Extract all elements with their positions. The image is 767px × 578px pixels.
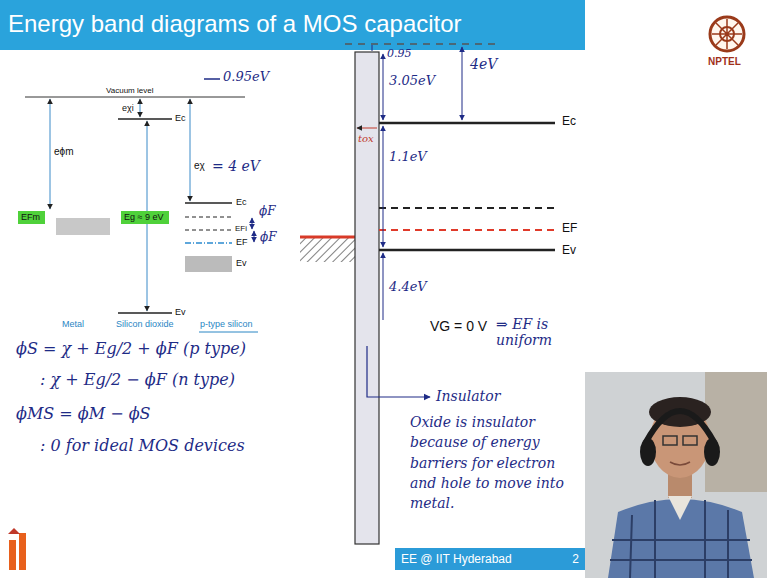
level-label: EFi [235, 224, 247, 233]
title-bar [0, 0, 585, 50]
metal-band [56, 218, 110, 235]
box-text: Eg ≈ 9 eV [124, 212, 163, 223]
oxide-layer [355, 52, 379, 544]
handwritten-value: 1.1eV [389, 150, 427, 165]
slide-title: Energy band diagrams of a MOS capacitor [8, 10, 462, 39]
highlight-box: EFm [18, 211, 45, 224]
footer-bar: EE @ IIT Hyderabad 2 [395, 548, 585, 570]
handwritten-symbol: ϕF [259, 205, 276, 219]
handwritten-value: 4.4eV [389, 280, 427, 295]
handwritten-equation: : χ + Eg/2 − ϕF (n type) [40, 371, 235, 389]
logo-text: NPTEL [708, 56, 741, 68]
highlight-box: Eg ≈ 9 eV [121, 211, 169, 224]
background-shelf [705, 372, 767, 492]
box-text: EE @ IIT Hyderabad [401, 552, 512, 566]
band-edge-label: Ec [236, 197, 247, 207]
headphone-band [646, 411, 714, 442]
handwritten-note: ⇒ EF is uniform [496, 316, 568, 348]
handwritten-equation: : 0 for ideal MOS devices [40, 437, 245, 455]
institute-logo [8, 528, 26, 570]
presenter-video [585, 372, 767, 578]
headphone-cup [704, 438, 720, 466]
level-name: Vacuum level [106, 86, 153, 95]
logo-spokes [712, 19, 742, 49]
vacuum-level-line [345, 43, 500, 45]
intrinsic-level [379, 207, 555, 209]
metal-fermi-level [300, 236, 355, 239]
region-name: Metal [62, 319, 84, 329]
fermi-level [379, 229, 555, 231]
work-function-arrow [50, 99, 51, 209]
handwritten-arrow [383, 54, 384, 120]
vacuum-level-line [25, 97, 245, 98]
glasses [683, 436, 697, 445]
affinity-arrow [190, 99, 191, 201]
work-function-label: eϕm [54, 146, 74, 158]
dashed-level [185, 217, 232, 218]
level-label: EF [562, 222, 577, 236]
handwritten-note: Oxide is insulator because of energy bar… [410, 412, 582, 513]
oxide-affinity-arrow [140, 99, 141, 117]
region-name: Silicon dioxide [116, 319, 174, 329]
handwritten-value: 3.05eV [389, 74, 435, 89]
intrinsic-level [185, 230, 232, 231]
band-edge-label: Ev [175, 307, 186, 317]
band-edge-label: Ec [562, 115, 576, 129]
affinity-label: eχi [122, 103, 134, 113]
handwritten-arrow [462, 47, 463, 120]
handwritten-arrow [252, 218, 253, 229]
glasses [663, 436, 677, 445]
oxide-conduction-edge [118, 118, 172, 120]
level-label: EF [236, 237, 248, 247]
region-name: p-type silicon [200, 319, 253, 329]
headphone-cup [640, 438, 656, 466]
bias-condition: VG = 0 V [430, 318, 487, 334]
handwritten-value: = 4 eV [212, 158, 260, 174]
si-valence-band [185, 256, 232, 272]
band-edge-label: Ev [562, 244, 576, 258]
handwritten-value: 0.95 [387, 48, 412, 61]
fermi-level [185, 242, 232, 244]
handwritten-equation: ϕS = χ + Eg/2 + ϕF (p type) [16, 340, 246, 358]
metal-hatch [300, 238, 355, 262]
underline [199, 332, 258, 333]
video-background [585, 372, 767, 578]
thickness-arrow [357, 128, 377, 129]
conduction-edge [379, 122, 555, 125]
nptel-logo [710, 17, 744, 51]
handwritten-dash [204, 78, 220, 80]
handwritten-note: Insulator [436, 388, 500, 404]
handwritten-tick [372, 45, 373, 51]
mouth [670, 462, 690, 465]
thickness-label: tox [358, 133, 374, 145]
band-edge-label: Ev [236, 258, 247, 268]
page-number: 2 [572, 552, 579, 566]
band-edge-label: Ec [175, 113, 186, 123]
logo-bar [9, 540, 16, 570]
affinity-label: eχ [194, 160, 205, 172]
handwritten-arrow [254, 231, 255, 242]
valence-edge [379, 249, 555, 252]
handwritten-value: 4eV [470, 56, 497, 72]
collar [668, 496, 692, 520]
logo-bar [19, 533, 26, 570]
insulator-leader [367, 346, 430, 397]
si-conduction-edge [185, 202, 232, 204]
logo-tip [8, 528, 20, 534]
handwritten-arrow [383, 253, 384, 320]
handwritten-equation: ϕMS = ϕM − ϕS [16, 405, 151, 423]
oxide-valence-edge [118, 312, 172, 314]
handwritten-symbol: ϕF [260, 231, 277, 245]
handwritten-value: 0.95eV [223, 70, 269, 85]
box-text: EFm [21, 212, 40, 223]
handwritten-arrow [383, 126, 384, 247]
logo-ring [710, 17, 744, 51]
